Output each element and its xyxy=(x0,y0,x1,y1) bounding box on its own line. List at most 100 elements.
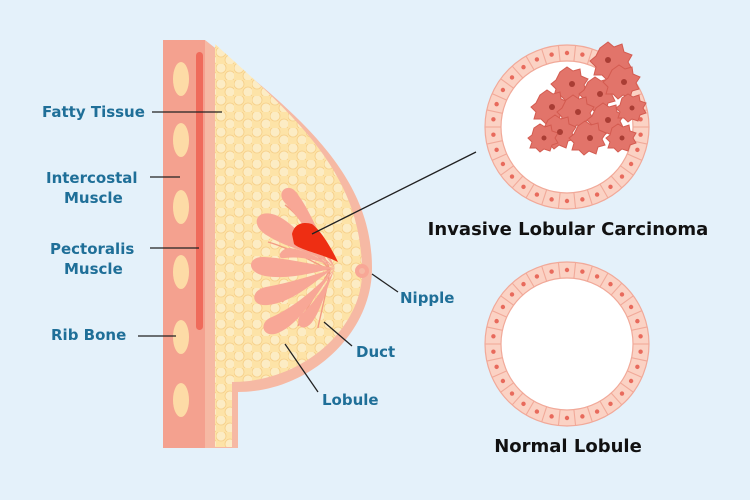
label-pectoralis-line1: Pectoralis xyxy=(50,240,134,258)
cell-border xyxy=(586,189,593,206)
cell-border xyxy=(573,409,577,426)
title-normal-lobule: Normal Lobule xyxy=(494,436,642,457)
cell-border xyxy=(500,382,514,393)
cell-border xyxy=(610,392,623,406)
lobule-shape xyxy=(250,256,335,278)
ribs xyxy=(173,62,189,417)
cell-border xyxy=(525,55,535,71)
tumor xyxy=(292,223,338,262)
cell-nucleus xyxy=(500,161,506,167)
cell-nucleus xyxy=(635,147,640,153)
rib-bone xyxy=(173,62,189,96)
title-invasive-lobular-carcinoma: Invasive Lobular Carcinoma xyxy=(428,219,709,240)
cell-border xyxy=(631,357,648,362)
lobule-shape xyxy=(263,268,335,335)
rib-bone xyxy=(173,123,189,157)
pectoralis-muscle xyxy=(196,52,203,330)
cell-nucleus xyxy=(500,304,506,310)
cell-nucleus xyxy=(521,64,526,70)
lobule-shape xyxy=(254,268,335,306)
label-fatty-tissue: Fatty Tissue xyxy=(42,103,145,121)
cell-nucleus xyxy=(594,192,600,197)
cell-border xyxy=(586,48,593,65)
cell-nucleus xyxy=(580,197,585,202)
cell-nucleus xyxy=(509,391,515,396)
cell-border xyxy=(511,65,524,79)
cell-nucleus xyxy=(608,401,613,407)
cell-border xyxy=(541,189,548,206)
cell-border xyxy=(573,262,577,279)
cell-border xyxy=(491,310,507,318)
label-intercostal-line1: Intercostal xyxy=(46,169,138,187)
cell-nucleus xyxy=(580,414,585,419)
label-nipple: Nipple xyxy=(400,289,455,307)
cell-nucleus xyxy=(619,391,625,396)
cell-nucleus xyxy=(628,161,634,167)
cell-border xyxy=(525,272,535,288)
label-duct: Duct xyxy=(356,343,395,361)
cell-nucleus xyxy=(564,198,570,204)
rib-bone xyxy=(173,320,189,354)
cell-border xyxy=(541,406,548,423)
cell-border xyxy=(627,310,643,318)
cell-border xyxy=(525,183,535,199)
cell-nucleus xyxy=(594,274,600,279)
cell-nucleus xyxy=(534,409,540,414)
cell-nucleus xyxy=(628,304,634,310)
cell-nucleus xyxy=(494,147,499,153)
cell-border xyxy=(620,165,634,176)
leader-lines xyxy=(138,111,477,393)
cell-border xyxy=(599,400,609,416)
cell-border xyxy=(627,153,643,161)
cell-nucleus xyxy=(638,132,643,137)
cell-nucleus xyxy=(509,292,515,297)
cell-border xyxy=(627,370,643,378)
cell-nucleus xyxy=(549,52,554,57)
leader-tumor-zoom xyxy=(311,151,477,235)
cell-border xyxy=(486,326,503,331)
cell-nucleus xyxy=(491,132,496,137)
cell-nucleus xyxy=(509,174,515,179)
cell-border xyxy=(525,400,535,416)
cell-nucleus xyxy=(534,57,540,62)
leader-duct xyxy=(323,321,353,347)
cell-nucleus xyxy=(521,401,526,407)
cell-nucleus xyxy=(491,117,496,122)
cell-nucleus xyxy=(549,269,554,274)
cell-nucleus xyxy=(564,50,570,56)
cell-border xyxy=(486,109,503,114)
cell-border xyxy=(491,153,507,161)
rib-bone xyxy=(173,255,189,289)
cell-nucleus xyxy=(534,274,540,279)
cell-border xyxy=(557,45,561,62)
breast-cross-section xyxy=(205,40,372,448)
cell-nucleus xyxy=(521,184,526,190)
label-pectoralis-line2: Muscle xyxy=(64,260,123,278)
cell-border xyxy=(573,192,577,209)
cell-border xyxy=(610,175,623,189)
cell-border xyxy=(620,295,634,306)
cell-nucleus xyxy=(628,378,634,384)
cell-nucleus xyxy=(638,117,643,122)
cell-border xyxy=(491,93,507,101)
cell-border xyxy=(557,262,561,279)
cell-border xyxy=(486,140,503,145)
cell-border xyxy=(500,165,514,176)
cell-border xyxy=(541,265,548,282)
cell-nucleus xyxy=(638,349,643,354)
cell-border xyxy=(500,295,514,306)
cell-border xyxy=(599,183,609,199)
cell-nucleus xyxy=(638,334,643,339)
label-rib-bone: Rib Bone xyxy=(51,326,126,344)
cell-border xyxy=(586,406,593,423)
rib-bone xyxy=(173,190,189,224)
cell-nucleus xyxy=(494,364,499,370)
cell-border xyxy=(511,392,524,406)
cell-nucleus xyxy=(635,364,640,370)
cell-nucleus xyxy=(500,87,506,93)
cell-border xyxy=(500,78,514,89)
cell-nucleus xyxy=(500,378,506,384)
leader-lobule xyxy=(284,343,319,393)
cell-ring xyxy=(484,261,650,427)
